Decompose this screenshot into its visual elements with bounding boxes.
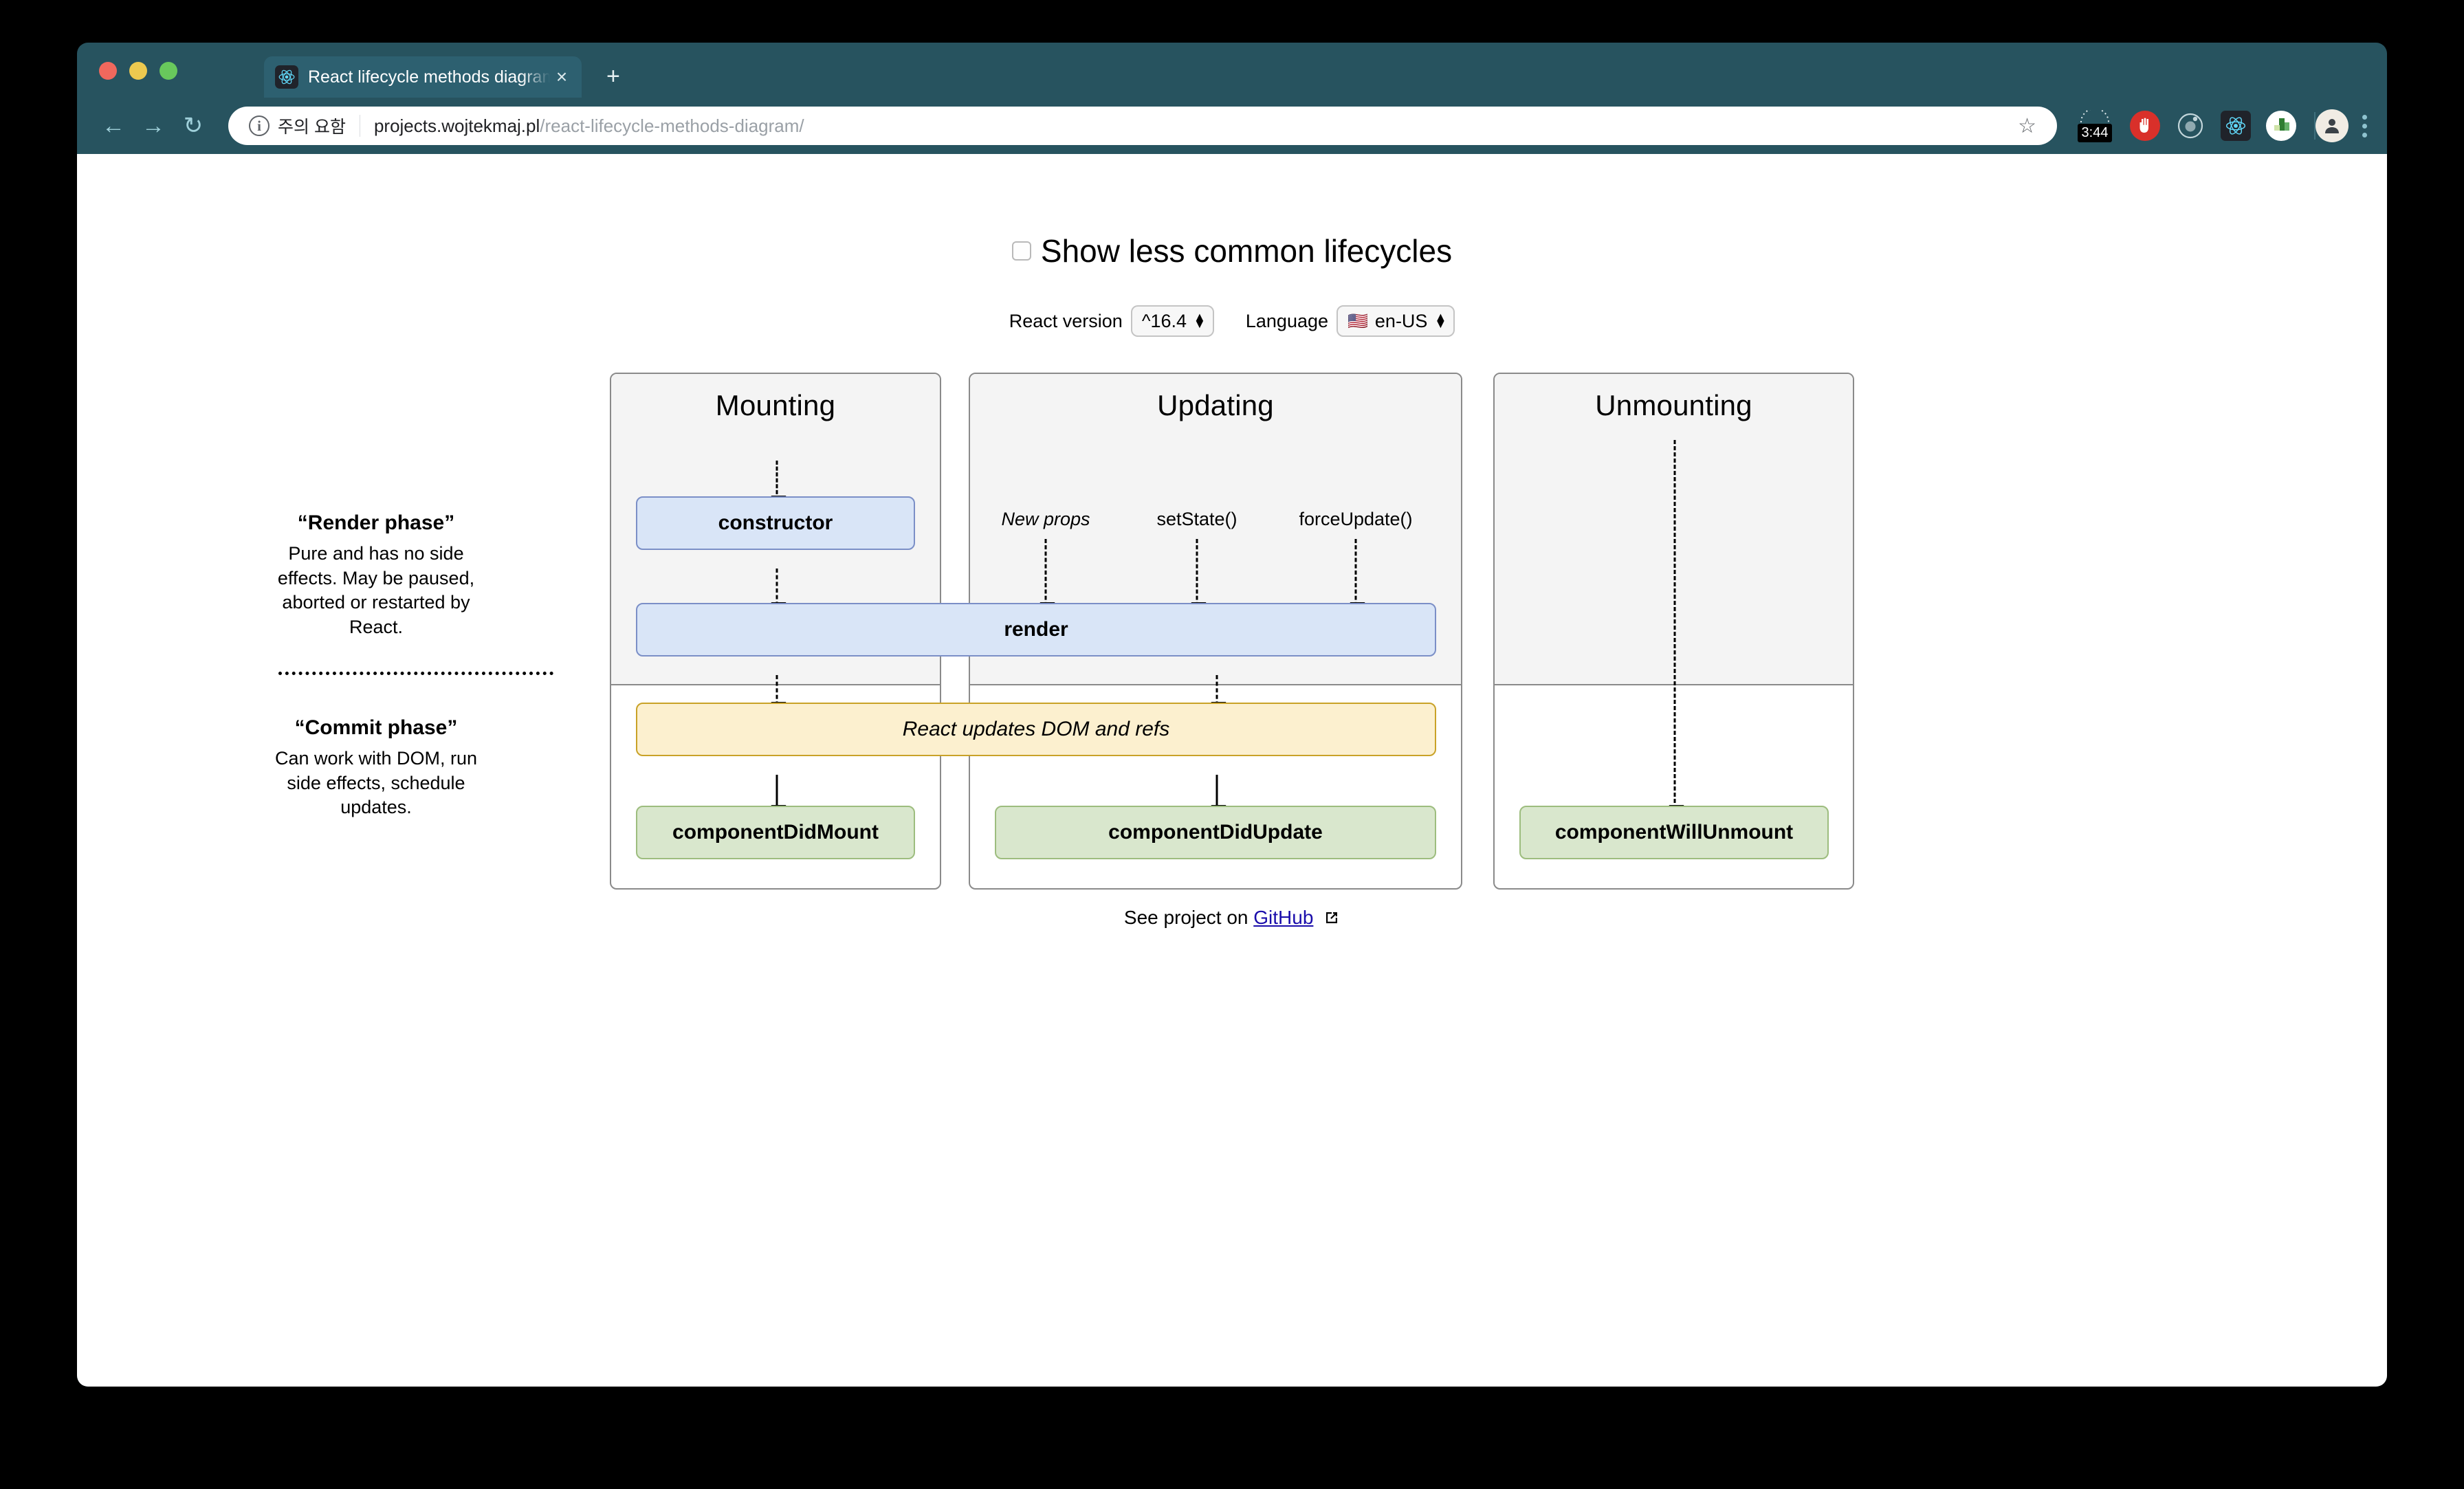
github-link[interactable]: GitHub — [1253, 907, 1314, 928]
render-phase-body: Pure and has no side effects. May be pau… — [277, 543, 475, 637]
column-title-unmounting: Unmounting — [1595, 389, 1752, 421]
url-text: projects.wojtekmaj.pl/react-lifecycle-me… — [374, 115, 804, 137]
language-select[interactable]: 🇺🇸 en-US ▲▼ — [1336, 305, 1455, 337]
window-close-button[interactable] — [99, 62, 117, 80]
browser-window: React lifecycle methods diagram × + ← → … — [77, 43, 2387, 1387]
trigger-set-state: setState() — [1156, 509, 1238, 529]
browser-menu-icon[interactable] — [2348, 114, 2380, 137]
lifecycle-diagram: “Render phase” Pure and has no side effe… — [77, 360, 2387, 890]
adblock-extension-icon[interactable] — [2130, 111, 2160, 141]
toolbar-divider — [2314, 112, 2316, 140]
render-phase-title: “Render phase” — [297, 511, 455, 534]
box-component-did-update[interactable]: componentDidUpdate — [995, 806, 1436, 859]
commit-phase-title: “Commit phase” — [294, 716, 458, 739]
box-react-updates-dom-and-refs[interactable]: React updates DOM and refs — [636, 703, 1436, 756]
render-phase-note: “Render phase” Pure and has no side effe… — [184, 511, 569, 640]
react-version-select[interactable]: ^16.4 ▲▼ — [1130, 305, 1214, 337]
controls-row: React version ^16.4 ▲▼ Language 🇺🇸 en-US… — [77, 305, 2387, 337]
box-render[interactable]: render — [636, 603, 1436, 657]
show-less-common-checkbox[interactable] — [1011, 241, 1031, 261]
page-content: Show less common lifecycles React versio… — [77, 154, 2387, 1387]
react-version-label: React version — [1009, 310, 1123, 331]
orbit-extension-icon[interactable] — [2175, 111, 2206, 141]
tab-close-icon[interactable]: × — [556, 66, 568, 87]
window-minimize-button[interactable] — [129, 62, 147, 80]
url-path: /react-lifecycle-methods-diagram/ — [540, 115, 804, 136]
back-icon[interactable]: ← — [102, 112, 125, 139]
language-control: Language 🇺🇸 en-US ▲▼ — [1246, 305, 1455, 337]
tab-strip: React lifecycle methods diagram × + — [77, 43, 2387, 98]
tab-title: React lifecycle methods diagram — [308, 67, 550, 87]
traffic-lights — [99, 62, 177, 80]
commit-phase-body: Can work with DOM, run side effects, sch… — [274, 748, 478, 818]
language-value: en-US — [1374, 310, 1428, 331]
info-icon[interactable]: i — [249, 115, 270, 136]
window-maximize-button[interactable] — [160, 62, 177, 80]
phase-divider — [278, 672, 553, 675]
avatar[interactable] — [2316, 109, 2348, 142]
browser-tab[interactable]: React lifecycle methods diagram × — [264, 56, 582, 98]
react-version-control: React version ^16.4 ▲▼ — [1009, 305, 1214, 337]
column-unmounting: Unmounting — [1493, 373, 1854, 890]
trigger-new-props: New props — [1001, 509, 1090, 529]
chevron-updown-icon: ▲▼ — [1434, 310, 1447, 331]
footer: See project on GitHub — [77, 907, 2387, 929]
box-component-will-unmount[interactable]: componentWillUnmount — [1519, 806, 1829, 859]
external-link-icon — [1319, 909, 1340, 928]
show-less-common-label[interactable]: Show less common lifecycles — [1040, 233, 1453, 269]
timer-badge: 3:44 — [2077, 124, 2113, 142]
chevron-updown-icon: ▲▼ — [1194, 310, 1206, 331]
security-label: 주의 요함 — [278, 118, 346, 137]
arrow-title-to-will-unmount — [1669, 440, 1684, 817]
arrow-force-update-to-render — [1350, 539, 1365, 614]
address-bar[interactable]: i 주의 요함 projects.wojtekmaj.pl/react-life… — [228, 107, 2057, 145]
commit-phase-note: “Commit phase” Can work with DOM, run si… — [184, 716, 569, 820]
us-flag-icon: 🇺🇸 — [1348, 311, 1368, 331]
arrow-new-props-to-render — [1040, 539, 1055, 614]
react-version-value: ^16.4 — [1141, 310, 1187, 331]
box-constructor[interactable]: constructor — [636, 496, 915, 550]
column-title-updating: Updating — [1157, 389, 1274, 421]
new-tab-button[interactable]: + — [606, 63, 620, 89]
column-title-mounting: Mounting — [715, 389, 836, 421]
show-less-common-row: Show less common lifecycles — [77, 235, 2387, 267]
arrow-set-state-to-render — [1191, 539, 1207, 614]
react-devtools-extension-icon[interactable] — [2221, 111, 2251, 141]
url-host: projects.wojtekmaj.pl — [373, 115, 540, 136]
extensions-area: 3:44 — [2075, 109, 2296, 142]
react-favicon-icon — [275, 65, 298, 89]
bookmark-star-icon[interactable]: ☆ — [2018, 114, 2036, 137]
footer-prefix: See project on — [1123, 907, 1254, 928]
browser-toolbar: ← → ↻ i 주의 요함 projects.wojtekmaj.pl/reac… — [77, 98, 2387, 154]
trigger-force-update: forceUpdate() — [1299, 509, 1413, 529]
language-label: Language — [1245, 310, 1329, 331]
phase-notes: “Render phase” Pure and has no side effe… — [184, 373, 569, 890]
blocks-extension-icon[interactable] — [2266, 111, 2296, 141]
reload-icon[interactable]: ↻ — [183, 113, 204, 139]
forward-icon[interactable]: → — [142, 112, 165, 139]
timer-extension-icon[interactable]: 3:44 — [2075, 109, 2115, 142]
box-component-did-mount[interactable]: componentDidMount — [636, 806, 915, 859]
